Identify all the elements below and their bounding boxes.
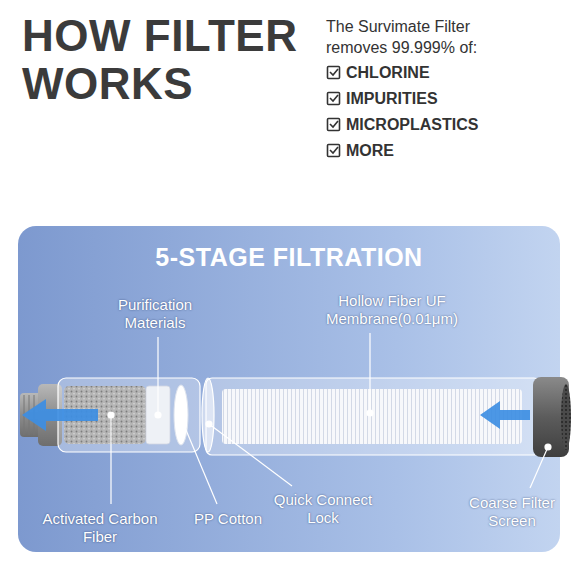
part-label: Hollow Fiber UF Membrane(0.01μm) — [312, 292, 472, 328]
check-item: MICROPLASTICS — [346, 115, 478, 135]
check-item: MORE — [346, 141, 394, 161]
check-item: IMPURITIES — [346, 89, 438, 109]
check-item: CHLORINE — [346, 63, 430, 83]
part-label: PP Cotton — [178, 510, 278, 528]
panel-heading: 5-STAGE FILTRATION — [18, 242, 560, 272]
main-title: HOW FILTER WORKS — [22, 12, 332, 108]
part-label: Coarse Filter Screen — [456, 494, 568, 530]
part-label: Activated Carbon Fiber — [30, 510, 170, 546]
intro-text: The Survimate Filter removes 99.999% of: — [326, 16, 526, 58]
part-label: Purification Materials — [95, 296, 215, 332]
part-label: Quick Connect Lock — [263, 491, 383, 527]
